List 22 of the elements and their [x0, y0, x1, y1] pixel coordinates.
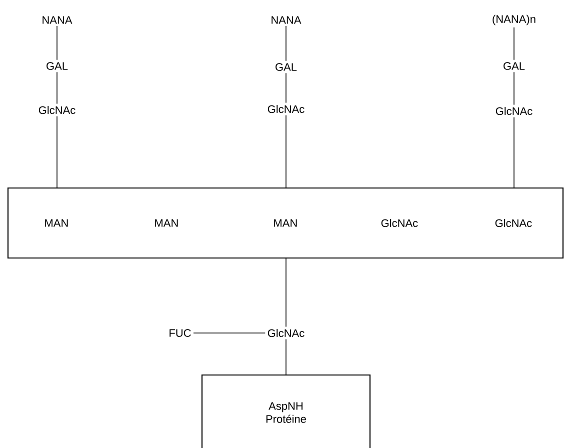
residue-label: (NANA)n: [492, 14, 536, 26]
residue-label: GlcNAc: [268, 104, 304, 114]
residue-label: NANA: [272, 16, 302, 24]
residue-label: GAL: [46, 62, 68, 70]
residue-label: MAN: [45, 219, 68, 227]
link-line: [56, 72, 58, 104]
residue-label: NANA: [42, 16, 72, 24]
residue-label: GlcNAc: [38, 106, 76, 114]
residue-label: GlcNAc: [495, 218, 532, 228]
link-line: [56, 116, 58, 188]
residue-label: GAL: [276, 63, 297, 71]
protein-box: AspNH Protéine: [201, 374, 371, 448]
residue-label: GlcNAc: [268, 328, 304, 338]
link-line: [56, 26, 58, 60]
link-line: [193, 332, 266, 334]
residue-label: MAN: [155, 219, 178, 227]
residue-label: GlcNAc: [381, 218, 418, 228]
residue-label: GAL: [504, 62, 525, 70]
residue-label: GlcNAc: [496, 106, 532, 116]
residue-label: FUC: [170, 329, 191, 337]
chain-box: [7, 187, 564, 259]
residue-label: MAN: [274, 219, 297, 227]
